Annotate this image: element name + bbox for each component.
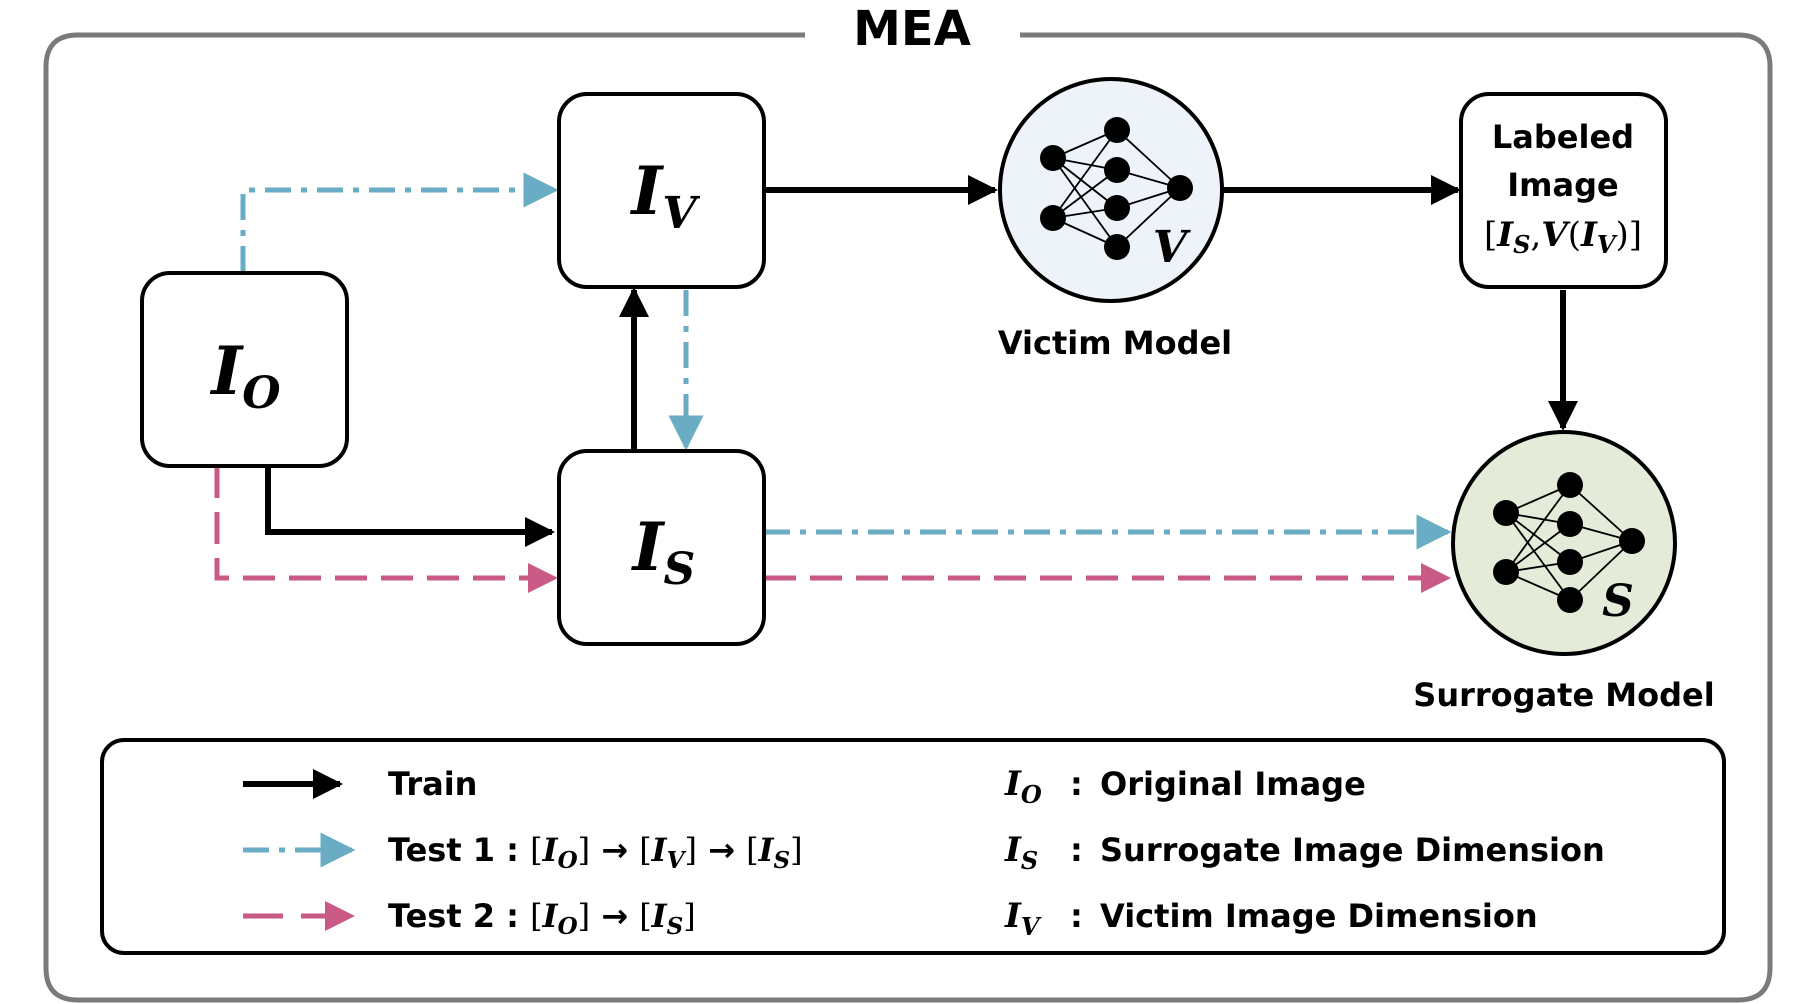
legend-def-surrogate: IS : Surrogate Image Dimension — [1004, 830, 1605, 875]
node-surrogate-image: IS — [557, 449, 766, 646]
test1-arrow-io-to-iv — [240, 172, 559, 272]
svg-text:IO: IO — [1004, 764, 1042, 809]
node-iv-sub: V — [662, 188, 700, 239]
legend-def-victim: IV : Victim Image Dimension — [1004, 896, 1538, 941]
victim-model-node: V — [998, 77, 1224, 303]
svg-text:Victim Image Dimension: Victim Image Dimension — [1100, 897, 1538, 935]
diagram-title: MEA — [853, 1, 971, 57]
svg-text::: : — [1070, 765, 1083, 803]
svg-text:IO: IO — [209, 332, 280, 419]
svg-text::: : — [1070, 831, 1083, 869]
labeled-formula: [IS,V(IV)] — [1484, 215, 1642, 259]
labeled-line1: Labeled — [1492, 118, 1634, 156]
victim-model-letter: V — [1153, 222, 1191, 273]
legend-test2-label: Test 2 : [IO] → [IS] — [388, 897, 696, 940]
svg-text:IV: IV — [629, 152, 700, 239]
legend-test1-label: Test 1 : [IO] → [IV] → [IS] — [388, 831, 803, 874]
outer-frame — [43, 32, 1773, 1003]
legend-def-original: IO : Original Image — [1004, 764, 1366, 809]
svg-text:IS: IS — [1004, 830, 1038, 875]
svg-text:IS: IS — [631, 508, 696, 595]
train-arrow-io-to-is — [265, 466, 555, 547]
svg-text:IV: IV — [1004, 896, 1042, 941]
node-is-sub: S — [664, 544, 696, 595]
node-original-image: IO — [140, 271, 349, 468]
legend-train-label: Train — [388, 765, 477, 803]
node-labeled-image: Labeled Image [IS,V(IV)] — [1459, 92, 1668, 289]
svg-text:Surrogate Image Dimension: Surrogate Image Dimension — [1100, 831, 1605, 869]
surrogate-network-icon — [1493, 472, 1645, 613]
surrogate-model-label: Surrogate Model — [1413, 676, 1714, 714]
victim-network-icon — [1040, 117, 1193, 260]
svg-text:Original Image: Original Image — [1100, 765, 1366, 803]
node-is-main: I — [631, 508, 666, 586]
legend: Train Test 1 : [IO] → [IV] → [IS] Test 2… — [100, 738, 1726, 955]
node-io-sub: O — [242, 368, 280, 419]
node-io-main: I — [209, 332, 244, 410]
test2-arrow-io-to-is — [214, 466, 558, 593]
node-iv-main: I — [629, 152, 664, 230]
labeled-line2: Image — [1507, 166, 1618, 204]
victim-model-label: Victim Model — [998, 324, 1232, 362]
node-victim-image: IV — [557, 92, 766, 289]
surrogate-model-node: S — [1451, 430, 1677, 656]
surrogate-model-letter: S — [1602, 576, 1634, 627]
svg-text::: : — [1070, 897, 1083, 935]
